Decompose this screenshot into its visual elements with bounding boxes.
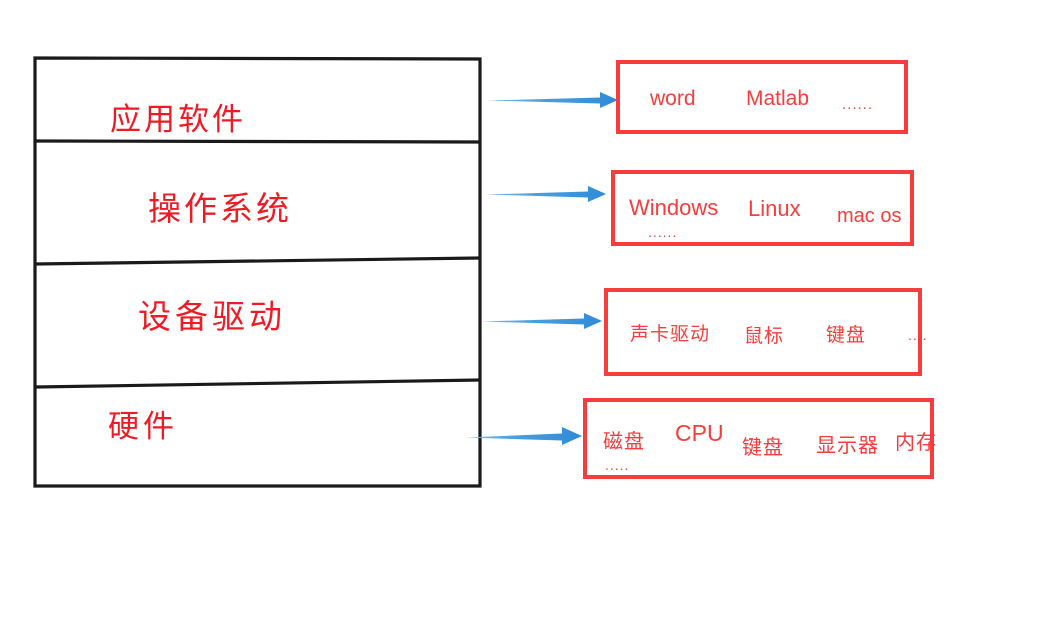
example-item-ellipsis: ..... <box>605 457 630 473</box>
example-item-mouse: 鼠标 <box>744 325 785 347</box>
example-item-word: word <box>650 87 696 110</box>
arrow-hardware <box>466 427 582 445</box>
example-item-keyboard: 键盘 <box>826 324 867 346</box>
example-item-cpu: CPU <box>675 420 724 446</box>
example-item-matlab: Matlab <box>746 87 810 110</box>
example-item-keyboard: 键盘 <box>742 435 784 459</box>
examples-box-hardware: 磁盘 CPU 键盘 显示器 内存 ..... <box>583 398 937 479</box>
example-item-disk: 磁盘 <box>603 429 645 453</box>
examples-box-operating-system: Windows Linux mac os ...... <box>611 170 914 246</box>
example-item-ellipsis: .... <box>908 327 928 343</box>
example-item-sound-card-driver: 声卡驱动 <box>630 323 711 345</box>
layer-label-device-driver: 设备驱动 <box>138 297 286 336</box>
layer-label-hardware: 硬件 <box>108 409 178 445</box>
example-item-windows: Windows <box>629 195 719 220</box>
layer-stack-outline <box>33 56 482 488</box>
arrow-os <box>485 186 606 202</box>
example-item-linux: Linux <box>748 196 801 221</box>
examples-box-device-driver: 声卡驱动 鼠标 键盘 .... <box>604 288 927 376</box>
example-item-memory: 内存 <box>895 430 937 454</box>
example-item-monitor: 显示器 <box>816 433 879 457</box>
example-item-ellipsis: ...... <box>842 96 874 113</box>
layer-label-application: 应用软件 <box>110 102 246 138</box>
example-item-mac-os: mac os <box>837 205 902 227</box>
arrow-app <box>487 92 618 108</box>
arrow-driver <box>481 313 602 329</box>
layer-label-operating-system: 操作系统 <box>148 189 292 228</box>
examples-box-application: word Matlab ...... <box>616 60 908 134</box>
layer-stack: 应用软件 操作系统 设备驱动 硬件 <box>34 58 480 486</box>
example-item-ellipsis: ...... <box>648 224 678 240</box>
